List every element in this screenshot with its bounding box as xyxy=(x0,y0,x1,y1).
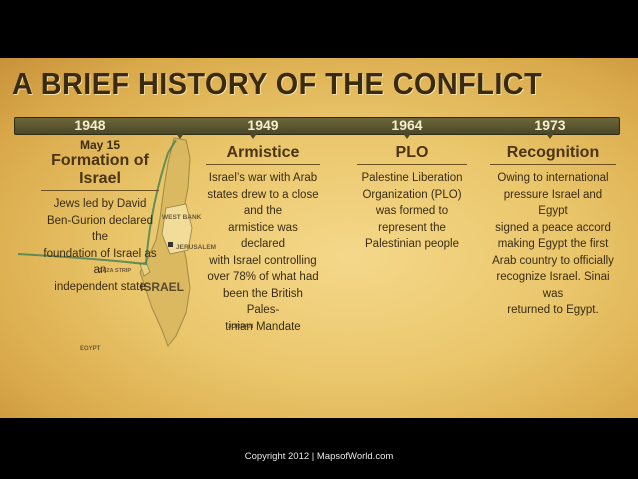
border-line xyxy=(17,139,177,266)
year-1964: 1964 xyxy=(391,117,423,133)
page-title: A BRIEF HISTORY OF THE CONFLICT xyxy=(12,66,543,101)
event-1948: May 15 Formation of Israel Jews led by D… xyxy=(38,138,162,295)
israel-map xyxy=(17,137,193,347)
map-label-west-bank: WEST BANK xyxy=(162,214,202,221)
divider xyxy=(206,164,320,165)
timeline-marker xyxy=(175,132,185,139)
event-heading: PLO xyxy=(395,144,429,161)
event-date: May 15 xyxy=(79,138,121,152)
timeline-marker xyxy=(545,132,555,139)
jerusalem-marker xyxy=(168,242,173,247)
copyright-text: Copyright 2012 | MapsofWorld.com xyxy=(244,451,394,462)
divider xyxy=(41,190,159,191)
event-heading: Recognition xyxy=(506,144,600,161)
event-1949: Armistice Israel’s war with Arab states … xyxy=(206,144,320,335)
timeline-marker xyxy=(402,132,412,139)
timeline-marker xyxy=(248,132,258,139)
map-label-israel: ISRAEL xyxy=(140,280,185,294)
event-description: Jews led by David Ben-Gurion declared th… xyxy=(43,198,157,293)
year-1949: 1949 xyxy=(247,117,279,133)
year-1948: 1948 xyxy=(74,117,106,133)
west-bank-area xyxy=(161,203,193,255)
slide: WEST BANK JERUSALEM GAZA STRIP ISRAEL JO… xyxy=(0,58,638,418)
map-label-egypt: EGYPT xyxy=(80,346,101,352)
event-1973: Recognition Owing to international press… xyxy=(488,144,618,319)
event-heading: Formation of Israel xyxy=(51,152,149,187)
year-1973: 1973 xyxy=(534,117,566,133)
gaza-strip-area xyxy=(139,261,151,277)
event-1964: PLO Palestine Liberation Organization (P… xyxy=(356,144,468,253)
divider xyxy=(490,164,616,165)
event-description: Palestine Liberation Organization (PLO) … xyxy=(361,172,463,250)
event-heading: Armistice xyxy=(226,144,300,161)
event-description: Israel’s war with Arab states drew to a … xyxy=(207,172,319,333)
event-description: Owing to international pressure Israel a… xyxy=(492,172,614,316)
timeline-bar xyxy=(14,117,620,135)
map-label-gaza: GAZA STRIP xyxy=(98,268,132,274)
map-label-jordan: JORDAN xyxy=(228,324,254,330)
divider xyxy=(357,164,467,165)
map-label-jerusalem: JERUSALEM xyxy=(176,244,217,251)
